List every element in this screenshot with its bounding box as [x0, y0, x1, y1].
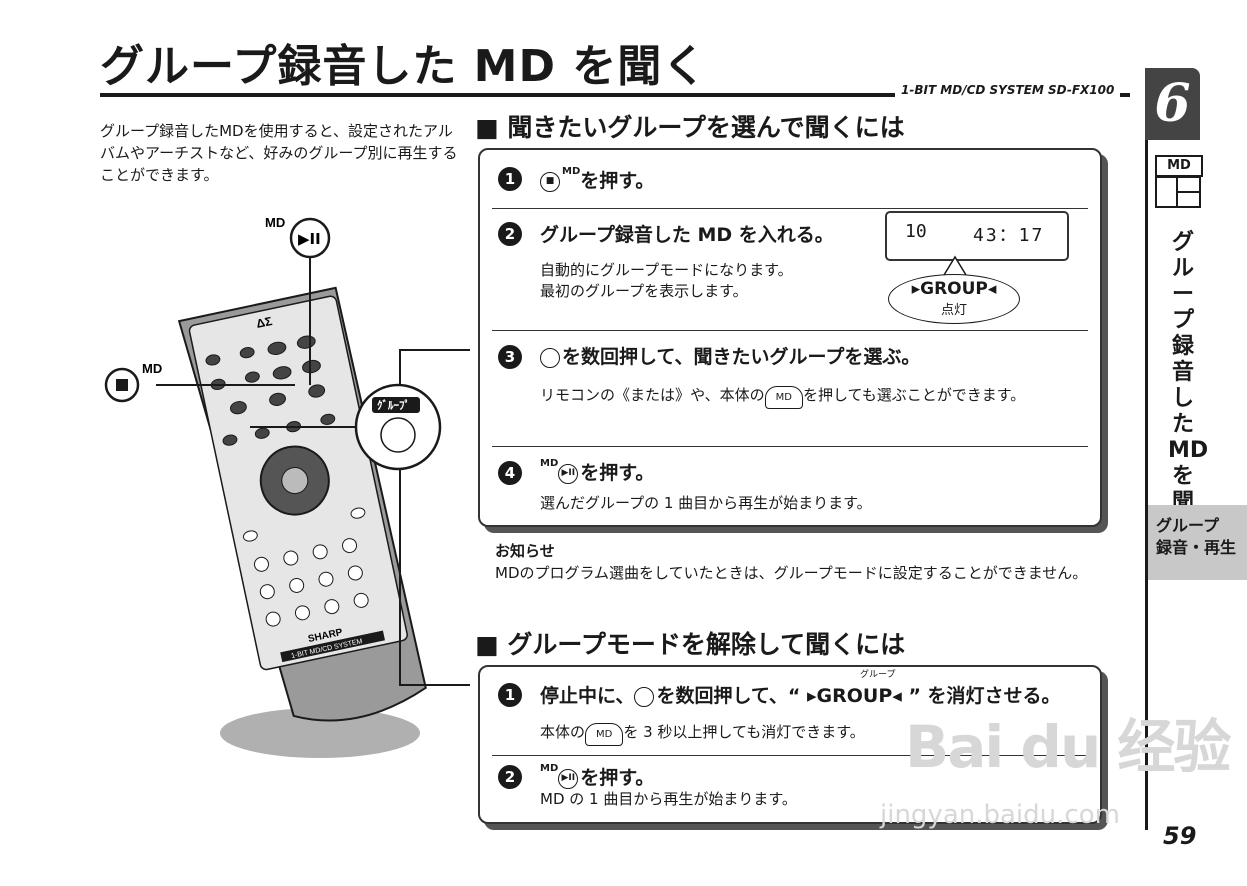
md-stop-label: MD	[142, 361, 162, 376]
svg-text:ΔΣ: ΔΣ	[255, 314, 273, 331]
watermark-url: jingyan.baidu.com	[880, 800, 1120, 830]
section1-steps-box: 1 ■MDを押す。 2 グループ録音した MD を入れる。 自動的にグループモー…	[478, 148, 1102, 527]
step1-desc-a: 本体の	[540, 723, 586, 741]
section2-heading: ■ グループモードを解除して聞くには	[475, 630, 906, 659]
step1-text: を押す。	[580, 170, 655, 192]
side-rule	[1145, 140, 1148, 830]
step4-text: を押す。	[580, 462, 655, 484]
lcd-group-number: 10	[905, 221, 927, 242]
model-subtitle: 1-BIT MD/CD SYSTEM SD-FX100	[895, 83, 1121, 97]
step1: 1 ■MDを押す。	[480, 150, 1100, 208]
skip-forward-icon: 》	[675, 386, 691, 404]
remote-body: ΔΣ SHARP 1-BIT MD/CD SYSTEM	[177, 286, 427, 722]
step-divider	[492, 330, 1088, 331]
play-pause-icon: ▶II	[558, 768, 579, 789]
step1: 1 グループ 停止中に、を数回押して、“ ▸GROUP◂ ” を消灯させる。 本…	[480, 667, 1100, 753]
watermark: Bai du 经验	[905, 713, 1231, 781]
step4-desc: 選んだグループの 1 曲目から再生が始まります。	[540, 494, 872, 512]
step-number: 4	[498, 461, 522, 485]
md-section-icon	[1155, 176, 1201, 208]
step2-desc1: 自動的にグループモードになります。	[540, 261, 793, 279]
md-badge: MD	[1155, 155, 1203, 177]
md-sup: MD	[540, 763, 559, 774]
step-number: 1	[498, 167, 522, 191]
step-divider	[492, 755, 1088, 756]
step3-desc-a: リモコンの	[540, 386, 616, 404]
step-number: 1	[498, 683, 522, 707]
side-tab-line2: 録音・再生	[1156, 538, 1237, 557]
svg-text:▶II: ▶II	[298, 230, 321, 248]
skip-back-icon: 《	[615, 386, 631, 404]
ruby-group: グループ	[860, 670, 896, 680]
step-number: 3	[498, 345, 522, 369]
title-rule	[100, 93, 1130, 97]
step2-text: を押す。	[580, 767, 655, 789]
page-title: グループ録音した MD を聞く	[100, 41, 708, 92]
chapter-tab: 6	[1145, 68, 1200, 140]
intro-text: グループ録音したMDを使用すると、設定されたアルバムやアーチストなど、好みのグル…	[100, 122, 458, 184]
section2-steps-box: 1 グループ 停止中に、を数回押して、“ ▸GROUP◂ ” を消灯させる。 本…	[478, 665, 1102, 824]
step2-desc: MD の 1 曲目から再生が始まります。	[540, 790, 797, 808]
group-button-icon	[540, 347, 560, 368]
group-button-icon	[380, 417, 416, 453]
step-divider	[492, 446, 1088, 447]
step1-desc-b: を 3 秒以上押しても消灯できます。	[623, 723, 865, 741]
unit-md-button-icon: MD	[585, 723, 624, 746]
step3-desc-b: または	[630, 386, 676, 404]
step2: 2 グループ録音した MD を入れる。 自動的にグループモードになります。 最初…	[480, 208, 1100, 330]
side-section-tab: グループ 録音・再生	[1148, 505, 1247, 580]
bubble-pointer	[943, 255, 967, 276]
group-button-label: ｸﾞﾙｰﾌﾟ	[377, 398, 410, 412]
md-play-label: MD	[265, 215, 285, 230]
step3-text: を数回押して、聞きたいグループを選ぶ。	[562, 346, 921, 368]
step3-desc-d: を押しても選ぶことができます。	[802, 386, 1026, 404]
step-number: 2	[498, 222, 522, 246]
lcd-display: 10 43：17	[885, 211, 1069, 261]
step2-text: グループ録音した MD を入れる。	[540, 224, 834, 246]
lcd-time: 43：17	[973, 225, 1045, 246]
md-sup: MD	[540, 458, 559, 469]
step1-text-b: を数回押して、“ ▸GROUP◂ ” を消灯させる。	[656, 685, 1061, 707]
remote-illustration: ΔΣ SHARP 1-BIT MD/CD SYSTEM MD ▶II MD	[104, 215, 470, 758]
notice-heading: お知らせ	[495, 542, 555, 560]
group-indicator-status: 点灯	[940, 303, 967, 318]
step3-desc-c: や、本体の	[690, 386, 765, 404]
step1-text-a: 停止中に、	[540, 685, 635, 707]
section1-heading: ■ 聞きたいグループを選んで聞くには	[475, 113, 905, 142]
page-number: 59	[1163, 822, 1197, 850]
unit-md-button-icon: MD	[764, 386, 803, 409]
play-pause-icon: ▶II	[558, 463, 579, 484]
step-divider	[492, 208, 1088, 209]
remote-shadow	[220, 708, 420, 758]
side-tab-line1: グループ	[1156, 516, 1220, 535]
group-button-icon	[634, 686, 655, 707]
group-indicator: ▸GROUP◂	[911, 279, 997, 299]
md-sup: MD	[562, 166, 581, 177]
step2-desc2: 最初のグループを表示します。	[540, 282, 748, 300]
step-number: 2	[498, 765, 522, 789]
stop-icon: ■	[540, 171, 560, 192]
notice-body: MDのプログラム選曲をしていたときは、グループモードに設定することができません。	[495, 564, 1088, 582]
group-indicator-bubble: ▸GROUP◂ 点灯	[888, 274, 1020, 324]
